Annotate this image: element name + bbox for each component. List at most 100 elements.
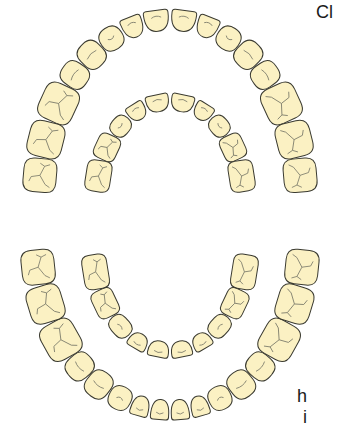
tooth: [218, 285, 251, 321]
tooth-fissure: [236, 380, 247, 389]
tooth-crown: [282, 157, 318, 193]
tooth-fissure: [97, 136, 118, 159]
tooth-fissure: [197, 408, 204, 411]
tooth-fissure: [28, 162, 51, 187]
tooth: [282, 157, 318, 193]
tooth-fissure: [156, 412, 163, 414]
tooth: [284, 248, 320, 286]
tooth: [23, 281, 67, 327]
tooth: [169, 93, 195, 114]
tooth-fissure: [201, 107, 208, 112]
tooth: [147, 339, 171, 359]
tooth: [273, 118, 316, 161]
tooth-crown: [147, 339, 171, 359]
tooth: [145, 93, 171, 114]
tooth-fissure: [43, 86, 75, 120]
tooth-fissure: [199, 341, 206, 346]
tooth-crown: [229, 253, 259, 291]
tooth-crown: [145, 93, 171, 114]
tooth-fissure: [32, 124, 60, 154]
tooth-fissure: [232, 164, 251, 188]
tooth-fissure: [151, 16, 161, 19]
tooth-fissure: [177, 412, 184, 414]
tooth-crown: [284, 248, 320, 286]
tooth-fissure: [217, 323, 223, 329]
tooth-fissure: [261, 69, 270, 80]
tooth-fissure: [154, 350, 162, 353]
tooth: [84, 159, 114, 194]
tooth: [22, 157, 58, 193]
tooth: [229, 253, 259, 291]
tooth-fissure: [223, 136, 244, 159]
tooth-fissure: [133, 341, 140, 346]
tooth-crown: [169, 339, 193, 359]
tooth-crown: [80, 253, 110, 291]
tooth-fissure: [74, 362, 84, 373]
tooth-fissure: [217, 396, 224, 401]
tooth-fissure: [235, 259, 255, 285]
tooth-fissure: [217, 123, 222, 129]
tooth-crown: [217, 131, 249, 164]
tooth-fissure: [280, 289, 309, 320]
tooth-fissure: [289, 163, 312, 188]
tooth-fissure: [178, 99, 187, 102]
tooth-crown: [25, 118, 68, 161]
tooth-crown: [23, 281, 67, 327]
tooth-crown: [227, 159, 257, 194]
tooth: [169, 339, 193, 359]
tooth: [20, 248, 56, 286]
tooth-fissure: [94, 291, 116, 315]
tooth-fissure: [152, 99, 161, 102]
tooth: [217, 131, 249, 164]
tooth-fissure: [225, 36, 232, 41]
tooth-fissure: [266, 87, 298, 121]
tooth-fissure: [117, 323, 123, 329]
tooth-fissure: [86, 49, 96, 59]
tooth-fissure: [178, 350, 186, 353]
tooth-crown: [89, 285, 122, 321]
tooth-fissure: [224, 291, 246, 315]
tooth-crown: [272, 281, 316, 327]
tooth: [170, 9, 197, 33]
tooth-fissure: [290, 254, 314, 280]
tooth-fissure: [179, 16, 189, 19]
tooth-fissure: [93, 380, 104, 389]
tooth-fissure: [86, 258, 106, 284]
tooth-fissure: [26, 254, 50, 280]
tooth-crown: [218, 285, 251, 321]
tooth-fissure: [31, 288, 60, 319]
tooth-crown: [84, 159, 114, 194]
tooth-fissure: [244, 49, 254, 59]
tooth-fissure: [89, 164, 108, 188]
tooth-crown: [273, 118, 316, 161]
tooth: [150, 399, 170, 421]
tooth-crown: [91, 131, 123, 164]
text-fragment: Cl: [316, 2, 333, 22]
tooth-fissure: [132, 107, 139, 112]
text-fragment: i: [303, 407, 307, 427]
tooth-fissure: [70, 69, 79, 80]
tooth-fissure: [256, 362, 266, 373]
tooth-fissure: [280, 125, 308, 155]
tooth: [91, 131, 123, 164]
tooth: [272, 281, 316, 327]
tooth-fissure: [44, 322, 77, 356]
tooth-fissure: [127, 21, 136, 26]
tooth: [25, 118, 68, 161]
tooth-fissure: [108, 36, 115, 41]
tooth: [80, 253, 110, 291]
tooth-fissure: [118, 123, 123, 129]
tooth: [170, 399, 190, 421]
tooth-crown: [143, 9, 170, 33]
tooth: [227, 159, 257, 194]
tooth-fissure: [204, 21, 213, 26]
tooth-crown: [22, 157, 58, 193]
tooth-fissure: [136, 408, 143, 411]
tooth-crown: [169, 93, 195, 114]
tooth: [89, 285, 122, 321]
tooth-fissure: [116, 396, 123, 401]
tooth-crown: [150, 399, 170, 421]
tooth-fissure: [262, 323, 295, 357]
